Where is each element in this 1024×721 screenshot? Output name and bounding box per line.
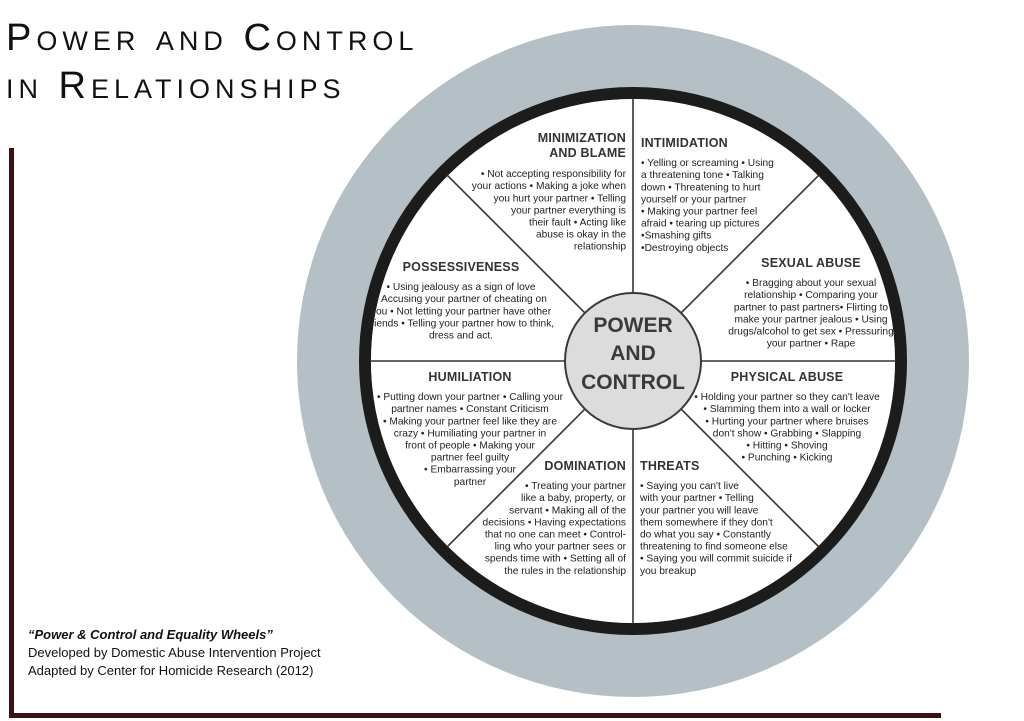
title-line-1: Power and Control xyxy=(6,17,419,59)
segment-line: abuse is okay in the xyxy=(536,230,626,241)
hub-line-3: CONTROL xyxy=(581,371,685,394)
credits: “Power & Control and Equality Wheels” De… xyxy=(28,626,321,680)
segment-possessiveness: POSSESSIVENESS • Using jealousy as a sign… xyxy=(368,260,554,342)
segment-line: ling who your partner sees or xyxy=(495,542,627,553)
hub-label: POWER AND CONTROL xyxy=(581,314,685,394)
segment-line: •Smashing gifts xyxy=(641,231,711,242)
frame-bottom-bar xyxy=(9,713,941,718)
segment-line: with your partner • Telling xyxy=(639,493,754,504)
segment-line: you breakup xyxy=(640,566,696,577)
segment-line: front of people • Making your xyxy=(405,441,535,452)
segment-title: POSSESSIVENESS xyxy=(403,260,520,274)
segment-line: • Punching • Kicking xyxy=(742,453,833,464)
hub-line-2: AND xyxy=(610,342,656,365)
segment-line: • Saying you will commit suicide if xyxy=(640,554,792,565)
hub-line-1: POWER xyxy=(593,314,672,337)
segment-line: yourself or your partner xyxy=(641,194,747,205)
segment-line: you • Not letting your partner have othe… xyxy=(371,306,552,317)
segment-line: • Holding your partner so they can't lea… xyxy=(694,392,880,403)
segment-line: that no one can meet • Control- xyxy=(485,530,626,541)
segment-line: them somewhere if they don't xyxy=(640,517,773,528)
wheel-rim xyxy=(359,87,907,635)
spoke-8 xyxy=(680,174,820,314)
segment-line: threatening to find someone else xyxy=(640,542,788,553)
segment-line: • Not accepting responsibility for xyxy=(481,169,627,180)
segment-sexual-abuse: SEXUAL ABUSE • Bragging about your sexual… xyxy=(728,256,894,350)
spoke-2 xyxy=(680,408,820,548)
segment-line: your partner you will leave xyxy=(640,505,759,516)
segment-intimidation: INTIMIDATION • Yelling or screaming • Usi… xyxy=(641,136,774,254)
segment-humiliation: HUMILIATION • Putting down your partner •… xyxy=(377,370,564,488)
segment-line: you hurt your partner • Telling xyxy=(494,193,627,204)
segment-line: • Using jealousy as a sign of love xyxy=(386,282,535,293)
segment-title: PHYSICAL ABUSE xyxy=(731,370,844,384)
segment-line: partner to past partners• Flirting to xyxy=(734,302,889,313)
segment-title: MINIMIZATION xyxy=(538,131,626,145)
segment-line: • Hitting • Shoving xyxy=(746,441,828,452)
segment-title: HUMILIATION xyxy=(428,370,511,384)
segment-line: their fault • Acting like xyxy=(529,218,626,229)
segment-line: • Hurting your partner where bruises xyxy=(705,416,868,427)
segment-line: partner names • Constant Criticism xyxy=(391,404,549,415)
segment-title: SEXUAL ABUSE xyxy=(761,256,861,270)
segment-line: • Accusing your partner of cheating on xyxy=(375,294,547,305)
segment-line: • Slamming them into a wall or locker xyxy=(703,404,871,415)
segment-line: • Embarrassing your xyxy=(424,465,516,476)
segment-line: relationship • Comparing your xyxy=(744,290,878,301)
wheel-spokes xyxy=(370,98,896,624)
credits-developer: Developed by Domestic Abuse Intervention… xyxy=(28,645,321,660)
segment-title: AND BLAME xyxy=(549,146,626,160)
segment-line: •Destroying objects xyxy=(641,243,728,254)
title-line-2: in Relationships xyxy=(6,65,346,107)
segment-line: the rules in the relationship xyxy=(504,566,626,577)
segment-line: • Making your partner feel like they are xyxy=(383,416,557,427)
segment-line: crazy • Humiliating your partner in xyxy=(394,428,546,439)
segment-line: friends • Telling your partner how to th… xyxy=(368,318,554,329)
segment-line: down • Threatening to hurt xyxy=(641,182,761,193)
segment-line: a threatening tone • Talking xyxy=(641,170,764,181)
segment-title: THREATS xyxy=(640,459,700,473)
segment-line: relationship xyxy=(574,242,626,253)
segment-line: do what you say • Constantly xyxy=(640,530,772,541)
credits-title: “Power & Control and Equality Wheels” xyxy=(28,627,273,642)
segment-line: • Putting down your partner • Calling yo… xyxy=(377,392,564,403)
segment-line: spends time with • Setting all of xyxy=(485,554,626,565)
segment-line: partner feel guilty xyxy=(431,453,510,464)
hub xyxy=(564,292,702,430)
segment-line: decisions • Having expectations xyxy=(483,517,626,528)
segment-line: • Making your partner feel xyxy=(641,207,757,218)
segment-line: your partner everything is xyxy=(511,205,626,216)
segment-title: INTIMIDATION xyxy=(641,136,728,150)
spoke-4 xyxy=(446,408,586,548)
segment-title: DOMINATION xyxy=(544,459,626,473)
segment-line: like a baby, property, or xyxy=(521,493,627,504)
frame-left-bar xyxy=(9,148,14,718)
segment-line: • Yelling or screaming • Using xyxy=(641,158,774,169)
segment-line: servant • Making all of the xyxy=(509,505,626,516)
segment-physical-abuse: PHYSICAL ABUSE • Holding your partner so … xyxy=(694,370,880,464)
segment-line: your actions • Making a joke when xyxy=(472,181,626,192)
page-title: Power and Control in Relationships xyxy=(6,14,418,110)
segment-line: dress and act. xyxy=(429,331,493,342)
segment-line: your partner • Rape xyxy=(767,339,856,350)
credits-adapter: Adapted by Center for Homicide Research … xyxy=(28,663,314,678)
segment-line: • Bragging about your sexual xyxy=(746,278,876,289)
segment-line: drugs/alcohol to get sex • Pressuring xyxy=(728,327,894,338)
segment-line: don't show • Grabbing • Slapping xyxy=(713,428,862,439)
segment-line: • Saying you can't live xyxy=(640,481,739,492)
segment-line: make your partner jealous • Using xyxy=(734,314,887,325)
segment-line: partner xyxy=(454,477,487,488)
segment-line: afraid • tearing up pictures xyxy=(641,219,760,230)
spoke-6 xyxy=(446,174,586,314)
segment-line: • Treating your partner xyxy=(525,481,627,492)
